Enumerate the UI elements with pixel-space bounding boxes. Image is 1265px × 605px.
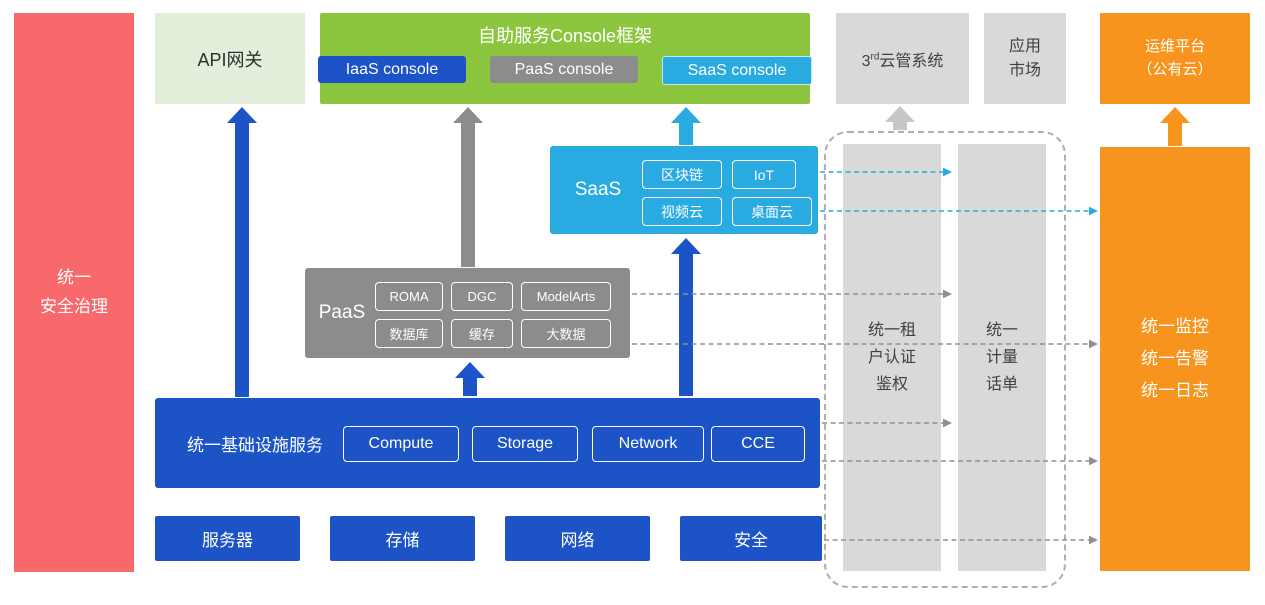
security-governance-bar: 统一 安全治理 [14, 13, 134, 572]
resource-storage-box: 存储 [330, 516, 475, 561]
paas-service-database: 数据库 [375, 319, 443, 348]
console-framework-title: 自助服务Console框架 [477, 26, 653, 46]
third-party-cloud-box: 3rd云管系统 [836, 13, 969, 104]
connector-saas-to-monitoring-arrowhead [1089, 206, 1098, 216]
arrow-shared-to-third-party-cloud [885, 106, 915, 130]
resource-server-box: 服务器 [155, 516, 300, 561]
arrow-infra-to-paas [455, 362, 485, 396]
infra-service-storage: Storage [472, 426, 578, 462]
saas-service-blockchain: 区块链 [642, 160, 722, 189]
saas-box: SaaS 区块链 IoT 视频云 桌面云 [550, 146, 818, 234]
shared-services-dashed-container [824, 131, 1066, 588]
arrow-monitoring-to-ops-platform [1160, 107, 1190, 146]
paas-service-modelarts: ModelArts [521, 282, 611, 311]
saas-service-iot: IoT [732, 160, 796, 189]
paas-service-cache: 缓存 [451, 319, 513, 348]
connector-infra-to-monitoring-arrowhead [1089, 456, 1098, 466]
app-market-box: 应用 市场 [984, 13, 1066, 104]
saas-console-chip: SaaS console [662, 56, 812, 85]
saas-service-video-cloud: 视频云 [642, 197, 722, 226]
saas-label: SaaS [574, 179, 622, 200]
arrow-paas-to-console [453, 107, 483, 267]
monitoring-bar: 统一监控 统一告警 统一日志 [1100, 147, 1250, 571]
paas-service-roma: ROMA [375, 282, 443, 311]
infra-service-network: Network [592, 426, 704, 462]
metering-bar: 统一 计量 话单 [958, 144, 1046, 571]
paas-box: PaaS ROMA DGC ModelArts 数据库 缓存 大数据 [305, 268, 630, 358]
paas-console-chip: PaaS console [490, 56, 638, 83]
connector-resources-to-monitoring-arrowhead [1089, 535, 1098, 545]
ops-platform-box: 运维平台 （公有云） [1100, 13, 1250, 104]
tenant-auth-bar: 统一租 户认证 鉴权 [843, 144, 941, 571]
paas-label: PaaS [318, 302, 366, 323]
api-gateway-box: API网关 [155, 13, 305, 104]
paas-service-dgc: DGC [451, 282, 513, 311]
iaas-console-chip: IaaS console [318, 56, 466, 83]
console-framework-box: 自助服务Console框架 IaaS console PaaS console … [318, 13, 812, 104]
resource-security-box: 安全 [680, 516, 822, 561]
third-party-cloud-label: 3rd云管系统 [861, 51, 944, 70]
arrow-infra-to-api-gateway [227, 107, 257, 397]
resource-network-box: 网络 [505, 516, 650, 561]
connector-paas-to-monitoring-arrowhead [1089, 339, 1098, 349]
paas-service-bigdata: 大数据 [521, 319, 611, 348]
infrastructure-box: 统一基础设施服务 Compute Storage Network CCE [155, 398, 820, 488]
arrow-saas-to-console [671, 107, 701, 145]
infra-service-compute: Compute [343, 426, 459, 462]
saas-service-desktop-cloud: 桌面云 [732, 197, 812, 226]
infra-service-cce: CCE [711, 426, 805, 462]
infrastructure-label: 统一基础设施服务 [187, 435, 323, 455]
arrow-infra-to-saas [671, 238, 701, 396]
